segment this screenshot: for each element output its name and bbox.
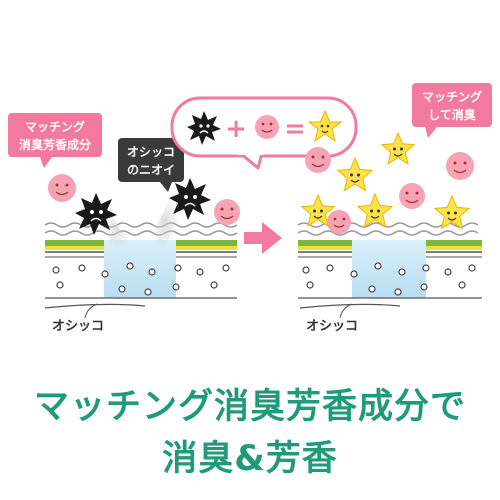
caption-line-1: マッチング消臭芳香成分で (33, 387, 466, 427)
left-diaper: オシッコ (44, 222, 238, 333)
diagram-svg: オシッコ マッチング 消臭芳香成分 オシッコ のニオイ (8, 83, 492, 333)
smiley-face-icon (327, 210, 351, 234)
odor-spiky-icon (75, 193, 117, 235)
wavy-top-sheet (44, 222, 238, 228)
smiley-face-icon (305, 147, 331, 173)
svg-text:マッチング: マッチング (422, 89, 482, 104)
diagram: オシッコ マッチング 消臭芳香成分 オシッコ のニオイ (8, 83, 492, 333)
star-icon (356, 192, 394, 228)
equals-sign: = (284, 114, 306, 144)
plus-sign: + (225, 114, 247, 144)
equation-bubble: + = (170, 96, 358, 170)
svg-text:して消臭: して消臭 (428, 107, 476, 122)
star-icon (380, 131, 416, 165)
smiley-face-icon (48, 174, 76, 202)
svg-text:のニオイ: のニオイ (127, 163, 175, 177)
svg-text:消臭芳香成分: 消臭芳香成分 (19, 137, 91, 152)
caption-line-2: 消臭&芳香 (162, 439, 338, 479)
star-icon (300, 193, 336, 227)
odor-spiky-icon (187, 111, 221, 145)
smiley-face-icon (399, 183, 425, 209)
smiley-face-icon (255, 115, 279, 139)
arrow-right-icon (244, 222, 282, 254)
label-pee-odor: オシッコ のニオイ (118, 138, 184, 192)
smiley-face-icon (446, 152, 474, 180)
wavy-top-sheet-2 (44, 230, 238, 236)
svg-text:マッチング: マッチング (25, 119, 85, 134)
pee-label-right: オシッコ (306, 318, 358, 333)
svg-text:オシッコ: オシッコ (127, 145, 175, 159)
star-icon (307, 109, 343, 143)
pee-label-left: オシッコ (52, 318, 104, 333)
right-diaper: オシッコ (297, 222, 482, 333)
odor-spiky-icon (169, 178, 211, 220)
smiley-face-icon (214, 199, 240, 225)
star-icon (433, 194, 471, 230)
label-matching-ingredient: マッチング 消臭芳香成分 (8, 113, 102, 168)
label-matching-deodorize: マッチング して消臭 (412, 83, 492, 138)
star-icon (336, 156, 374, 192)
